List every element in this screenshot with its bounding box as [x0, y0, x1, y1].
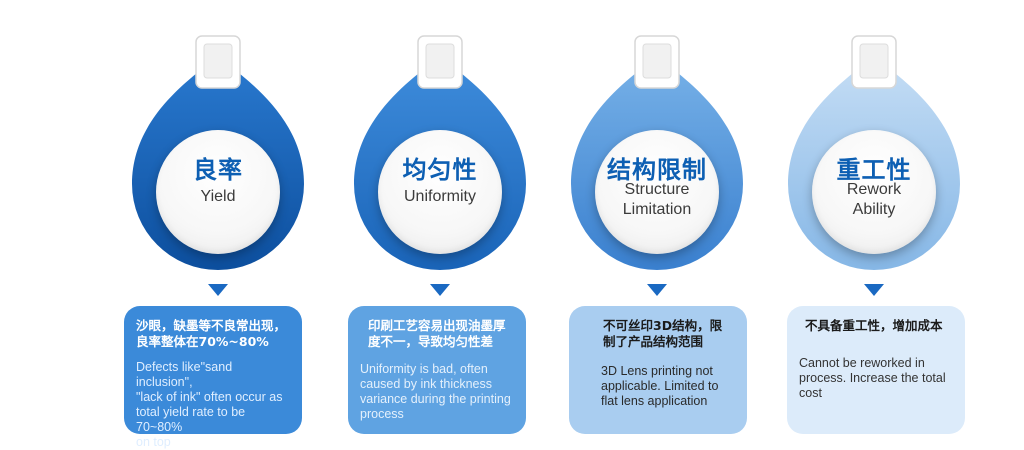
description-en: Uniformity is bad, often caused by ink t…	[360, 362, 511, 421]
tag-structure-limitation: 结构限制 Structure Limitation	[567, 34, 747, 274]
tag-title-zh: 良率	[193, 156, 243, 184]
description-en: Cannot be reworked in process. Increase …	[799, 356, 946, 400]
tag-rework-ability: 重工性 Rework Ability	[784, 34, 964, 274]
down-arrow-icon	[647, 284, 667, 296]
down-arrow-icon	[864, 284, 884, 296]
tag-disc	[378, 130, 502, 254]
tag-uniformity: 均匀性 Uniformity	[350, 34, 530, 274]
description-box-structure-limitation: 不可丝印3D结构，限 制了产品结构范围 3D Lens printing not…	[569, 306, 747, 434]
down-arrow-icon	[430, 284, 450, 296]
description-en: Defects like"sand inclusion", "lack of i…	[136, 360, 283, 449]
tag-disc	[156, 130, 280, 254]
tag-title-zh: 结构限制	[607, 156, 707, 184]
description-zh: 不可丝印3D结构，限 制了产品结构范围	[603, 318, 723, 349]
tag-title-en: Rework Ability	[846, 181, 902, 218]
tag-title-zh: 重工性	[836, 156, 912, 184]
description-zh: 不具备重工性，增加成本	[805, 318, 943, 333]
description-zh: 印刷工艺容易出现油墨厚 度不一，导致均匀性差	[368, 318, 506, 349]
tag-title-en: Yield	[200, 188, 236, 205]
tag-yield: 良率 Yield	[128, 34, 308, 274]
description-box-uniformity: 印刷工艺容易出现油墨厚 度不一，导致均匀性差 Uniformity is bad…	[348, 306, 526, 434]
tag-disc	[595, 130, 719, 254]
description-box-yield: 沙眼，缺墨等不良常出现， 良率整体在70%~80% Defects like"s…	[124, 306, 302, 449]
description-en: 3D Lens printing not applicable. Limited…	[601, 364, 719, 408]
tag-title-zh: 均匀性	[402, 156, 478, 184]
down-arrow-icon	[208, 284, 228, 296]
tag-title-en: Uniformity	[403, 188, 476, 205]
tag-disc	[812, 130, 936, 254]
description-box-rework-ability: 不具备重工性，增加成本 Cannot be reworked in proces…	[787, 306, 965, 434]
description-zh: 沙眼，缺墨等不良常出现， 良率整体在70%~80%	[136, 318, 287, 349]
tag-title-en: Structure Limitation	[622, 181, 692, 218]
